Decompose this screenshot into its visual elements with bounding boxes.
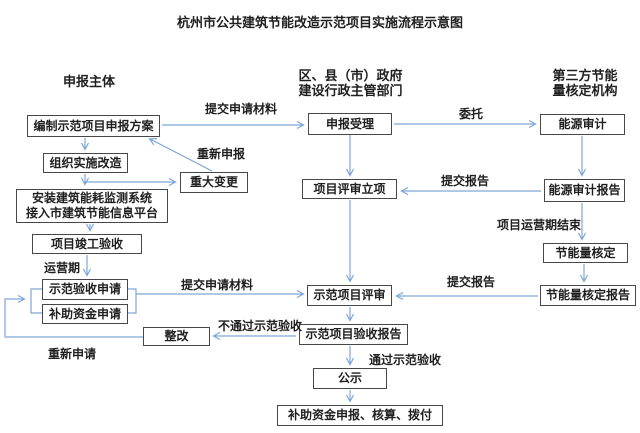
page-title: 杭州市公共建筑节能改造示范项目实施流程示意图 — [176, 15, 463, 30]
bracket-right-apply-group — [128, 288, 137, 314]
node-publicity: 公示 — [313, 368, 387, 389]
edge-label-reapply: 重新申请 — [48, 347, 97, 361]
edge-label-submit-application-top: 提交申请材料 — [205, 102, 278, 116]
node-completion-acceptance: 项目竣工验收 — [32, 234, 142, 254]
column-header-government: 区、县（市）政府 建设行政主管部门 — [288, 68, 413, 98]
node-rectify: 整改 — [143, 327, 210, 346]
edge-label-pass-acceptance: 通过示范验收 — [369, 353, 442, 367]
node-install-monitor: 安装建筑能耗监测系统 接入市建筑节能信息平台 — [16, 189, 168, 223]
node-project-review-approval: 项目评审立项 — [302, 179, 397, 199]
column-header-applicant: 申报主体 — [63, 74, 116, 89]
node-install-monitor-line2: 接入市建筑节能信息平台 — [25, 206, 158, 220]
node-major-change: 重大变更 — [180, 172, 248, 193]
node-energy-saving-verification: 节能量核定 — [543, 243, 628, 263]
column-header-government-line2: 建设行政主管部门 — [298, 83, 403, 98]
edge-label-fail-acceptance: 不通过示范验收 — [218, 319, 303, 333]
edge-label-entrust: 委托 — [459, 107, 484, 121]
edge-label-submit-report-bottom: 提交报告 — [447, 275, 496, 289]
node-energy-saving-verification-report: 节能量核定报告 — [540, 285, 636, 306]
node-demo-acceptance-report: 示范项目验收报告 — [299, 324, 408, 345]
node-compile-plan: 编制示范项目申报方案 — [27, 115, 160, 137]
edge-label-operation-period-end: 项目运营期结束 — [497, 218, 582, 232]
column-header-third-party-line2: 量核定机构 — [552, 83, 618, 98]
edge-label-operation-period: 运营期 — [44, 261, 81, 275]
bracket-left-apply-group — [30, 288, 42, 314]
node-energy-audit-report: 能源审计报告 — [544, 179, 625, 202]
edge-major-change-to-compile — [148, 138, 213, 172]
edge-label-submit-report-top: 提交报告 — [441, 174, 490, 188]
edge-label-submit-application-bottom: 提交申请材料 — [181, 278, 254, 292]
node-application-accept: 申报受理 — [308, 113, 392, 135]
edge-rectify-to-apply-group — [4, 294, 143, 338]
node-install-monitor-line1: 安装建筑能耗监测系统 — [31, 191, 152, 205]
node-energy-audit: 能源审计 — [540, 114, 625, 135]
column-header-third-party-line1: 第三方节能 — [552, 68, 618, 83]
column-header-government-line1: 区、县（市）政府 — [298, 68, 403, 83]
column-header-third-party: 第三方节能 量核定机构 — [544, 68, 626, 98]
node-subsidy-process: 补助资金申报、核算、拨付 — [277, 405, 443, 426]
node-demo-project-review: 示范项目评审 — [307, 285, 392, 306]
node-demo-acceptance-apply: 示范验收申请 — [42, 279, 128, 300]
node-subsidy-apply: 补助资金申请 — [42, 304, 128, 324]
edge-label-reapply-declare: 重新申报 — [197, 147, 246, 161]
node-organize-retrofit: 组织实施改造 — [43, 153, 128, 173]
